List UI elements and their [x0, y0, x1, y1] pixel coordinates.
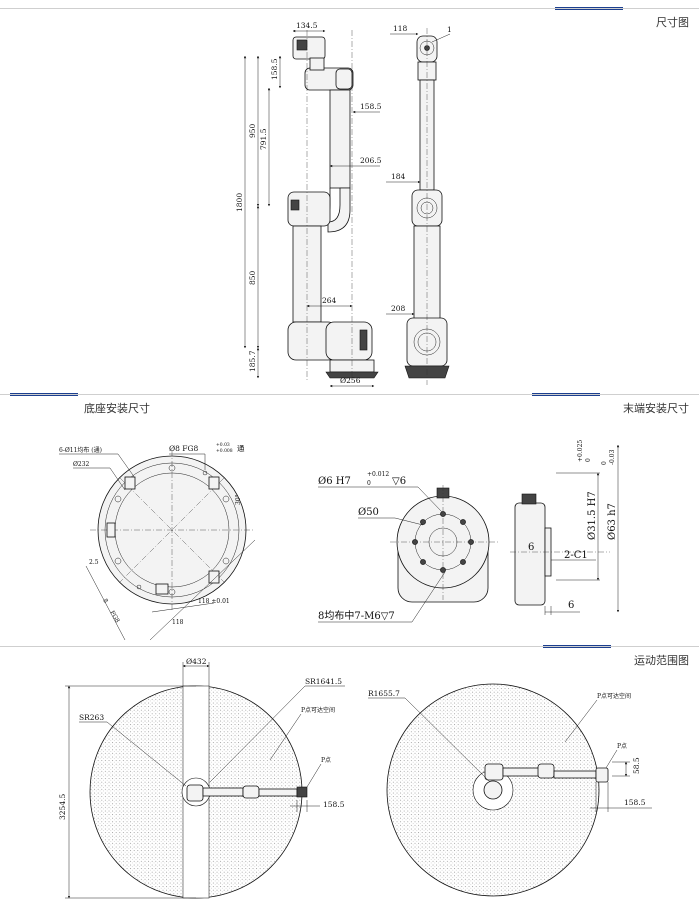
range-right-r1655-7: R1655.7	[368, 689, 400, 698]
range-right-reach-label: P点可达空间	[597, 692, 631, 700]
flange-31-5-tol-dn: 0	[585, 458, 592, 462]
flange-pin-depth: ▽6	[392, 476, 406, 487]
base-118-a: 118	[172, 619, 184, 626]
flange-pin-tol-dn: 0	[367, 480, 371, 487]
flange-6-a: 6	[528, 542, 534, 553]
dim-256: Ø256	[340, 376, 361, 385]
dim-206-5: 206.5	[360, 156, 382, 165]
dim-118: 118	[393, 24, 408, 33]
flange-31-5-tol-up: +0.025	[577, 440, 584, 462]
range-left-reach-label: P点可达空间	[301, 706, 335, 714]
base-2-5: 2.5	[89, 559, 99, 566]
workspace-top-view: R1655.7 P点可达空间 P点 58.5 158.5	[368, 683, 652, 897]
flange-side-view: Ø31.5 H7 +0.025 0 Ø63 h7 0 -0.03 2-C1 6 …	[510, 440, 620, 615]
flange-31-5: Ø31.5 H7	[587, 491, 598, 540]
base-angle: 30°	[235, 494, 242, 505]
flange-chamfer: 2-C1	[564, 550, 588, 561]
base-holes-label: 6-Ø11均布 (通)	[59, 446, 102, 454]
dim-950: 950	[248, 123, 257, 138]
base-8: 8	[101, 598, 109, 605]
flange-63-tol-dn: -0.03	[609, 449, 616, 465]
flange-pin-tol-up: +0.012	[367, 471, 389, 478]
dim-264: 264	[322, 296, 337, 305]
flange-threads: 8均布中7-M6▽7	[318, 609, 395, 622]
range-left-sr1641-5: SR1641.5	[305, 677, 342, 686]
base-pin-tol-dn: +0.008	[216, 448, 233, 454]
section-rule-dimensions	[0, 8, 699, 9]
range-right-p-label: P点	[617, 742, 627, 750]
flange-pin-spec: Ø6 H7	[318, 476, 351, 487]
flange-pcd: Ø50	[358, 507, 379, 518]
section-title-workspace: 运动范围图	[634, 654, 689, 667]
range-left-p-label: P点	[321, 756, 331, 764]
dim-158-5-mid: 158.5	[360, 102, 382, 111]
dim-850: 850	[248, 270, 257, 285]
dim-1800: 1800	[235, 193, 244, 212]
range-left-height: 3254.5	[58, 794, 67, 820]
base-pin-tol-up: +0.03	[216, 442, 230, 448]
base-mount-view: 6-Ø11均布 (通) Ø232 Ø8 FG8 +0.03 +0.008 通 3…	[59, 442, 256, 641]
range-right-58-5: 58.5	[632, 757, 641, 774]
base-118-b: 118 ±0.01	[198, 598, 230, 605]
label-1: 1	[447, 25, 452, 34]
base-pin-label: Ø8 FG8	[169, 444, 198, 453]
flange-6-b: 6	[568, 600, 574, 611]
dim-208: 208	[391, 304, 406, 313]
flange-face-view: Ø6 H7 +0.012 0 ▽6 Ø50 8均布中7-M6▽7	[318, 471, 500, 623]
base-pin-thru: 通	[237, 443, 245, 453]
range-left-158-5: 158.5	[323, 800, 345, 809]
section-title-dimensions: 尺寸图	[656, 16, 689, 29]
workspace-side-view: 3254.5 Ø432 SR1641.5 SR263 P点可达空间 P点 158…	[58, 657, 345, 899]
side-elevation-view: 134.5 158.5 158.5 791.5 950 1800 206.5 8…	[235, 21, 382, 388]
dim-134-5: 134.5	[296, 21, 318, 30]
dim-184: 184	[391, 172, 406, 181]
flange-63: Ø63 h7	[607, 503, 618, 540]
range-right-158-5: 158.5	[624, 798, 646, 807]
front-elevation-view: 118 1 184 208	[386, 24, 452, 385]
flange-63-tol-up: 0	[601, 461, 608, 465]
section-rule-mount	[0, 394, 699, 395]
section-title-base-mount: 底座安装尺寸	[84, 402, 150, 415]
range-left-432: Ø432	[186, 657, 207, 666]
dim-791-5: 791.5	[259, 128, 268, 150]
section-rule-workspace	[0, 646, 699, 647]
section-title-end-mount: 末端安装尺寸	[623, 402, 689, 415]
dim-158-5-top: 158.5	[270, 58, 279, 80]
range-left-sr263: SR263	[79, 713, 104, 722]
dim-185-7: 185.7	[248, 350, 257, 372]
base-pcd-label: Ø232	[73, 461, 90, 468]
